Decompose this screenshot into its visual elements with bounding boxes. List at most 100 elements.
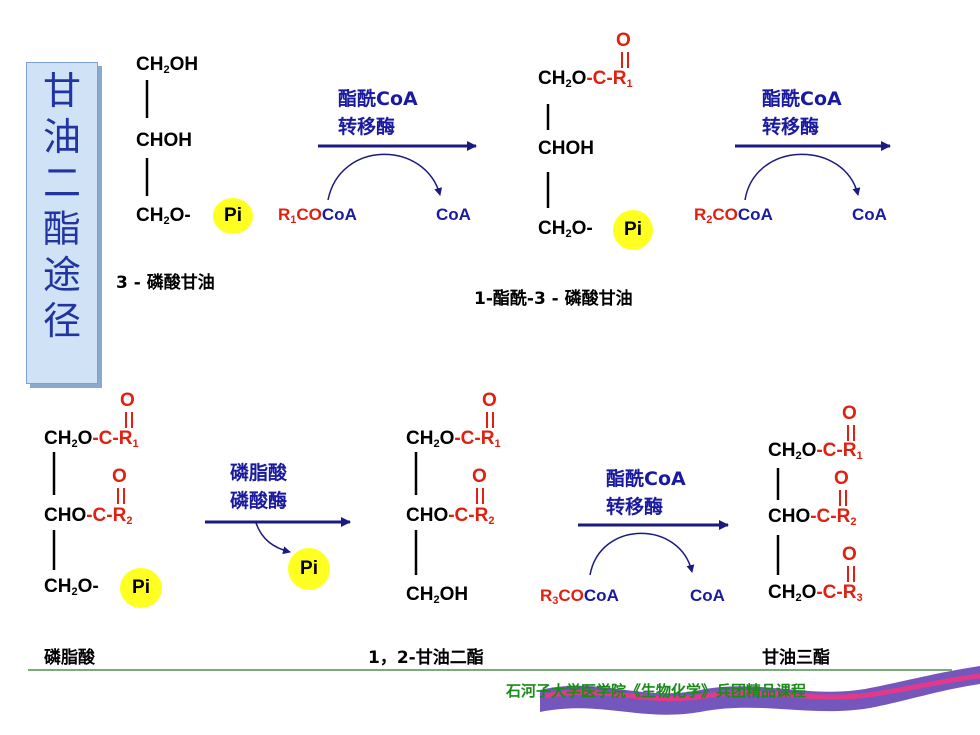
text: CO [712,205,738,224]
text: CHO [768,506,811,527]
text: R [278,205,291,224]
text: CH [406,428,434,449]
text: CH [44,576,72,597]
text: -C-R [448,505,489,526]
mol4-carbonyl-o2: O [472,466,487,487]
arrow3-product-pi: Pi [288,548,330,590]
arrow1-enzyme-line2: 转移酶 [338,116,396,138]
text: 2 [795,450,802,462]
text: 2 [163,215,170,227]
text: 2 [565,78,572,90]
text: OH [169,54,199,75]
mol5-row2: CHO-C-R2 [768,506,856,528]
text: -C-R [92,428,133,449]
pi-release-arc [255,522,291,555]
text: 2 [706,214,713,226]
page-title: 甘油二酯途径 [42,69,81,343]
text: CH [406,584,434,605]
mol5-row3: CH2O-C-R3 [768,582,863,604]
text: -C-R [586,68,627,89]
arrow1-enzyme-line1: 酯酰CoA [338,88,418,110]
text: CoA [321,205,357,224]
text: 2 [488,515,495,527]
text: CH [768,582,796,603]
text: -C-R [810,506,851,527]
mol1-row1: CH2OH [136,54,198,76]
title-box: 甘油二酯途径 [26,62,98,384]
text: 1 [494,438,501,450]
text: 2 [71,586,78,598]
mol5-name: 甘油三酯 [762,648,830,668]
decorative-wave-highlight [544,673,980,702]
mol3-name: 磷脂酸 [44,648,95,668]
mol3-carbonyl-o1: O [120,390,135,411]
mol5-carbonyl-o2: O [834,468,849,489]
text: 1 [626,78,633,90]
arrow3-enzyme-line1: 磷脂酸 [230,462,288,484]
mol2-row1: CH2O-C-R1 [538,68,633,90]
mol2-carbonyl-o: O [616,30,631,51]
mol4-carbonyl-o1: O [482,390,497,411]
text: -C-R [454,428,495,449]
text: -C-R [816,582,857,603]
text: 2 [565,228,572,240]
cofactor-arc-4 [589,532,695,576]
text: 1 [132,438,139,450]
text: O [801,440,817,461]
text: O [439,428,455,449]
text: 2 [433,438,440,450]
text: -C-R [86,505,127,526]
text: 2 [163,64,170,76]
text: O [77,428,93,449]
text: 2 [850,516,857,528]
arrow1-substrate: R1COCoA [278,205,357,226]
arrow4-enzyme-line2: 转移酶 [606,496,664,518]
arrow2-substrate: R2COCoA [694,205,773,226]
arrow2-enzyme-line2: 转移酶 [762,116,820,138]
text: CHO [406,505,449,526]
mol4-row2: CHO-C-R2 [406,505,494,527]
cofactor-arc-1 [327,153,443,201]
text: 3 [856,592,863,604]
arrow1-product: CoA [436,205,471,224]
text: 1 [290,214,297,226]
mol5-row1: CH2O-C-R1 [768,440,863,462]
mol4-row3: CH2OH [406,584,468,606]
mol3-row2: CHO-C-R2 [44,505,132,527]
text: 1 [856,450,863,462]
text: CH [44,428,72,449]
mol5-carbonyl-o3: O [842,544,857,565]
mol4-name: 1，2-甘油二酯 [368,648,484,668]
mol5-carbonyl-o1: O [842,403,857,424]
mol1-row2: CHOH [136,130,192,151]
text: CO [558,586,584,605]
text: 2 [126,515,133,527]
mol3-carbonyl-o2: O [112,466,127,487]
text: O- [169,205,191,226]
text: CH [538,218,566,239]
text: R [694,205,707,224]
mol3-phosphate: Pi [120,568,162,608]
mol2-row3: CH2O- [538,218,593,240]
mol1-phosphate: Pi [213,198,253,234]
mol1-name: 3 - 磷酸甘油 [116,273,215,293]
mol2-phosphate: Pi [613,210,653,250]
text: -C-R [816,440,857,461]
text: CoA [737,205,773,224]
text: CH [136,205,164,226]
text: CoA [583,586,619,605]
text: 2 [795,592,802,604]
text: 2 [71,438,78,450]
arrow2-enzyme-line1: 酯酰CoA [762,88,842,110]
text: O [571,68,587,89]
text: R [540,586,553,605]
arrow4-product: CoA [690,586,725,605]
arrow3-enzyme-line2: 磷酸酶 [230,490,288,512]
mol3-row3: CH2O- [44,576,99,598]
arrow2-product: CoA [852,205,887,224]
text: O [801,582,817,603]
text: OH [439,584,469,605]
mol3-row1: CH2O-C-R1 [44,428,139,450]
